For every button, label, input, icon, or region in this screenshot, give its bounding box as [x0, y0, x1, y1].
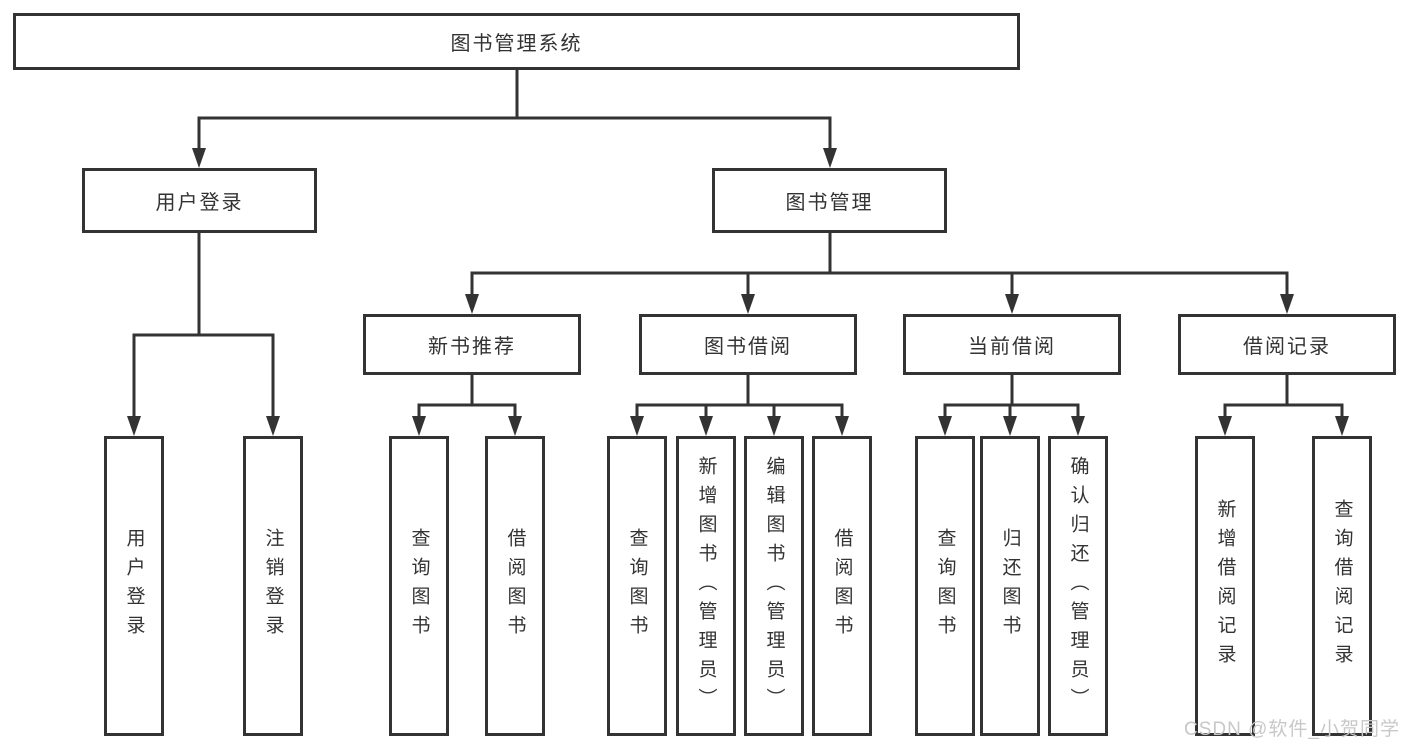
arrowhead-icon — [1003, 416, 1017, 436]
watermark-text: CSDN @软件_小贺同学 — [1184, 719, 1400, 740]
node-label: 借阅图书 — [504, 528, 526, 644]
node-root: 图书管理系统 — [13, 13, 1020, 70]
node-v-confirm-return: 确认归还（管理员） — [1048, 436, 1108, 736]
node-label: 查询图书 — [408, 528, 430, 644]
arrowhead-icon — [1071, 416, 1085, 436]
node-v-query-book-3: 查询图书 — [915, 436, 975, 736]
arrowhead-icon — [127, 416, 141, 436]
node-v-add-record: 新增借阅记录 — [1195, 436, 1255, 736]
node-label: 确认归还（管理员） — [1067, 455, 1089, 717]
node-label: 查询图书 — [934, 528, 956, 644]
arrowhead-icon — [938, 416, 952, 436]
node-book-borrow: 图书借阅 — [639, 314, 857, 375]
node-current-borrow: 当前借阅 — [903, 314, 1121, 375]
node-label: 新增图书（管理员） — [695, 455, 717, 717]
arrowhead-icon — [741, 294, 755, 314]
node-v-add-book: 新增图书（管理员） — [676, 436, 736, 736]
node-v-edit-book: 编辑图书（管理员） — [744, 436, 804, 736]
node-v-borrow-book-1: 借阅图书 — [485, 436, 545, 736]
node-label: 用户登录 — [155, 192, 244, 214]
node-borrow-record: 借阅记录 — [1178, 314, 1396, 375]
node-v-query-book-1: 查询图书 — [389, 436, 449, 736]
node-v-logout: 注销登录 — [243, 436, 303, 736]
node-book-mgmt: 图书管理 — [712, 168, 947, 233]
node-label: 新书推荐 — [428, 336, 516, 358]
node-v-query-book-2: 查询图书 — [607, 436, 667, 736]
arrowhead-icon — [767, 416, 781, 436]
node-v-return-book: 归还图书 — [980, 436, 1040, 736]
node-label: 图书管理系统 — [450, 33, 583, 55]
node-label: 用户登录 — [123, 528, 145, 644]
node-label: 借阅图书 — [831, 528, 853, 644]
node-label: 查询图书 — [626, 528, 648, 644]
node-v-borrow-book-2: 借阅图书 — [812, 436, 872, 736]
arrowhead-icon — [465, 294, 479, 314]
node-label: 编辑图书（管理员） — [763, 455, 785, 717]
arrowhead-icon — [508, 416, 522, 436]
arrowhead-icon — [699, 416, 713, 436]
node-label: 当前借阅 — [968, 336, 1056, 358]
node-label: 新增借阅记录 — [1214, 499, 1236, 673]
arrowhead-icon — [192, 148, 206, 168]
node-v-user-login: 用户登录 — [104, 436, 164, 736]
arrowhead-icon — [1335, 416, 1349, 436]
node-label: 图书借阅 — [704, 336, 792, 358]
node-label: 借阅记录 — [1243, 336, 1331, 358]
arrowhead-icon — [412, 416, 426, 436]
arrowhead-icon — [1005, 294, 1019, 314]
node-v-query-record: 查询借阅记录 — [1312, 436, 1372, 736]
arrowhead-icon — [1218, 416, 1232, 436]
arrowhead-icon — [630, 416, 644, 436]
node-new-book-rec: 新书推荐 — [363, 314, 581, 375]
arrowhead-icon — [266, 416, 280, 436]
arrowhead-icon — [1280, 294, 1294, 314]
node-label: 注销登录 — [262, 528, 284, 644]
node-label: 图书管理 — [785, 192, 874, 214]
node-label: 查询借阅记录 — [1331, 499, 1353, 673]
node-label: 归还图书 — [999, 528, 1021, 644]
arrowhead-icon — [823, 148, 837, 168]
arrowhead-icon — [835, 416, 849, 436]
node-user-login: 用户登录 — [82, 168, 317, 233]
